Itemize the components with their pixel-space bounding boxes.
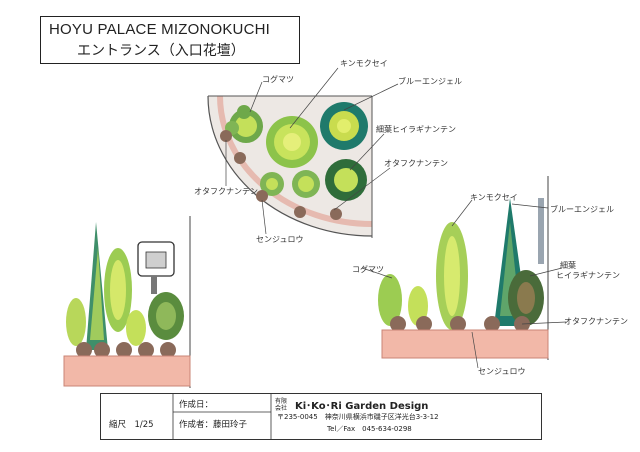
plan-view (207, 67, 399, 238)
plan-label-otafuku-top: オタフクナンテン (384, 159, 448, 168)
plan-otafuku-dot (294, 206, 306, 218)
plan-label-otafuku-left: オタフクナンテン (194, 187, 258, 196)
plan-label-hosoba: 細葉ヒイラギナンテン (376, 125, 456, 134)
elev-label-senjuyo: センジュロウ (478, 367, 526, 376)
company-name: Ki･Ko･Ri Garden Design (295, 401, 429, 412)
plan-otafuku-dot (234, 152, 246, 164)
company-prefix-2: 会社 (275, 405, 288, 412)
elev-label-otafuku: オタフクナンテン (564, 317, 628, 326)
plan-label-senjuyo: センジュロウ (256, 235, 304, 244)
company-tel: Tel／Fax 045-634-0298 (327, 425, 412, 433)
title-english: HOYU PALACE MIZONOKUCHI (49, 21, 271, 38)
plan-otafuku-dot (256, 190, 268, 202)
plan-kogomatsu (225, 105, 263, 143)
elev-label-kogomatsu: コグマツ (352, 265, 384, 274)
plan-hosoba (325, 159, 367, 201)
plan-otafuku-dot (330, 208, 342, 220)
elev-label-hosoba-2: ヒイラギナンテン (556, 271, 620, 280)
plan-label-kinmokusei: キンモクセイ (340, 59, 388, 68)
elev-label-hosoba-1: 細葉 (560, 261, 576, 270)
plan-label-kogomatsu: コグマツ (262, 75, 294, 84)
title-box: HOYU PALACE MIZONOKUCHI エントランス（入口花壇） (40, 16, 300, 64)
company-prefix-1: 有限 (275, 398, 288, 405)
elev-label-kinmokusei: キンモクセイ (470, 193, 518, 202)
author-label: 作成者：藤田玲子 (179, 420, 248, 430)
company-address: 〒235-0045 神奈川県横浜市磯子区洋光台3-3-12 (277, 413, 439, 421)
created-date-label: 作成日： (179, 400, 214, 410)
elev-label-blue-angel: ブルーエンジェル (550, 205, 614, 214)
left-elevation (63, 216, 191, 388)
plan-label-blue-angel: ブルーエンジェル (398, 77, 462, 86)
title-japanese: エントランス（入口花壇） (77, 43, 245, 59)
scale-label: 縮尺 1/25 (109, 420, 154, 430)
right-elevation (361, 176, 567, 369)
plan-blue-angel (320, 102, 368, 150)
plan-otafuku-dot (220, 130, 232, 142)
plan-kinmokusei (266, 116, 318, 168)
title-block: 作成日： 縮尺 1/25 作成者：藤田玲子 有限 会社 Ki･Ko･Ri Gar… (100, 393, 542, 440)
